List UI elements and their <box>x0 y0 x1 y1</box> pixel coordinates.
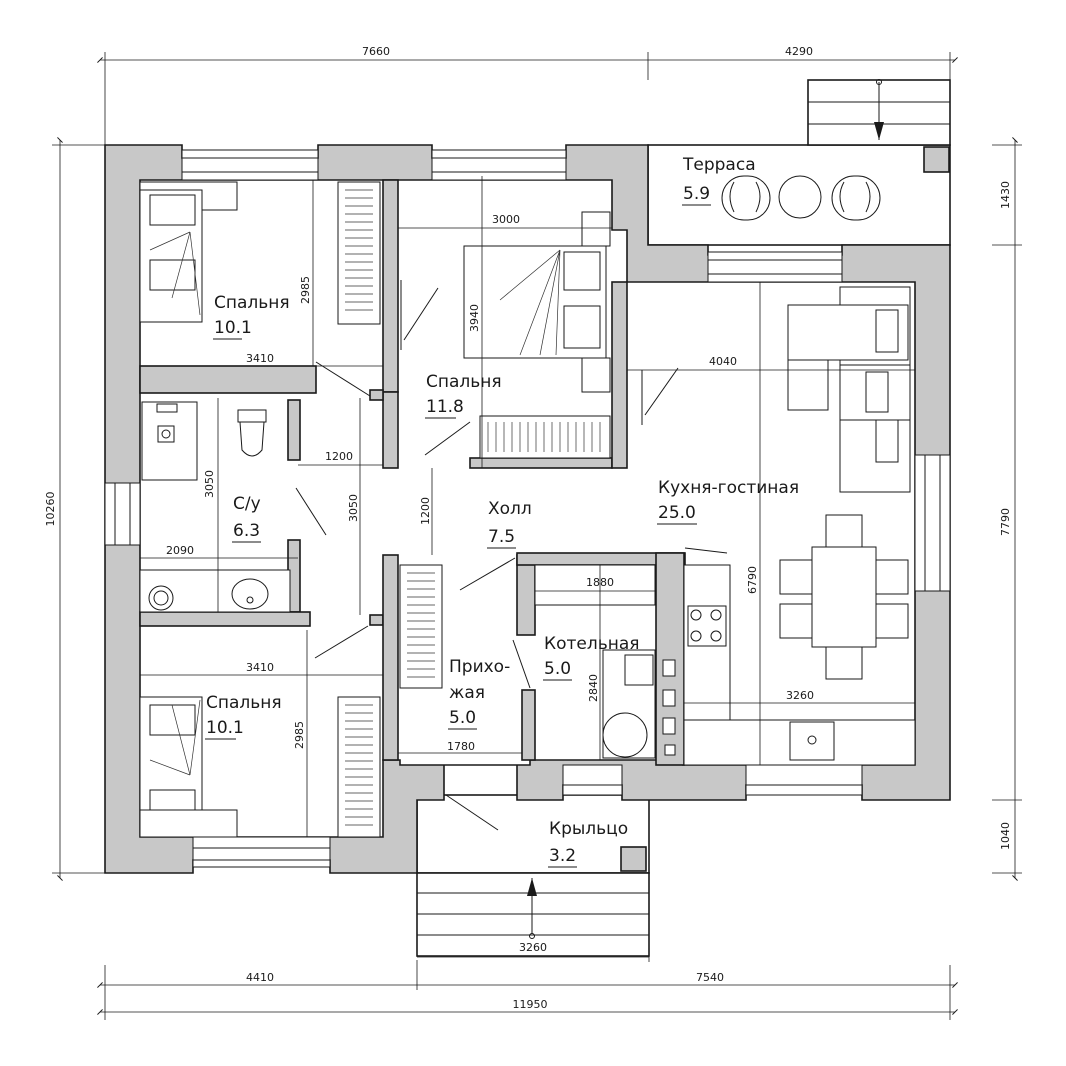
room-area-bathroom: 6.3 <box>233 521 260 541</box>
dim-corridor-depth: 3050 <box>347 494 360 522</box>
wardrobe-top <box>337 181 381 325</box>
room-name-kitchen-living: Кухня-гостиная <box>658 478 799 498</box>
wardrobe-entry <box>399 564 443 689</box>
exterior-walls <box>104 144 951 874</box>
wardrobe-middle <box>479 415 611 459</box>
room-area-entry: 5.0 <box>449 708 476 728</box>
dim-bottom-total: 11950 <box>513 998 548 1011</box>
room-name-bedroom-top: Спальня <box>214 293 290 313</box>
dim-boiler-depth: 2840 <box>587 674 600 702</box>
dim-bath-depth: 3050 <box>203 470 216 498</box>
dim-living-depth: 6790 <box>746 566 759 594</box>
dim-top-right: 4290 <box>785 45 813 58</box>
room-area-terrace: 5.9 <box>683 184 710 204</box>
interior-walls <box>139 179 686 766</box>
dim-bed1-width: 3410 <box>246 352 274 365</box>
bed-top-left <box>139 181 238 323</box>
doors <box>295 280 728 831</box>
terrace-furniture <box>721 175 881 221</box>
bed-bottom-left <box>139 696 238 838</box>
dim-bottom-right: 7540 <box>696 971 724 984</box>
dim-bed3-width: 3410 <box>246 661 274 674</box>
bathroom-fixtures <box>139 401 291 613</box>
kitchen-furniture <box>683 286 916 766</box>
dim-living-width: 4040 <box>709 355 737 368</box>
room-name-bathroom: С/у <box>233 494 261 514</box>
dim-right-terrace: 1430 <box>999 181 1012 209</box>
dim-right-porch: 1040 <box>999 822 1012 850</box>
room-name-entry-line1: Прихо- <box>449 657 510 677</box>
room-name-boiler: Котельная <box>544 634 639 654</box>
porch <box>416 794 650 957</box>
room-area-porch: 3.2 <box>549 846 576 866</box>
dim-bed2-depth: 3940 <box>468 304 481 332</box>
room-area-bedroom-mid: 11.8 <box>426 397 464 417</box>
room-name-entry-line2: жая <box>449 683 485 703</box>
dim-entry-width: 1780 <box>447 740 475 753</box>
room-name-bedroom-mid: Спальня <box>426 372 502 392</box>
dim-boiler-width: 1880 <box>586 576 614 589</box>
room-name-hall: Холл <box>488 499 532 519</box>
wardrobe-bottom <box>337 696 381 838</box>
room-area-hall: 7.5 <box>488 527 515 547</box>
room-area-boiler: 5.0 <box>544 659 571 679</box>
bed-middle <box>463 211 611 393</box>
room-area-bedroom-bottom: 10.1 <box>206 718 244 738</box>
boiler-equipment <box>534 564 676 759</box>
dim-kitchen-width: 3260 <box>786 689 814 702</box>
porch-steps <box>416 872 650 957</box>
dim-bed3-depth: 2985 <box>293 721 306 749</box>
dim-right-main: 7790 <box>999 508 1012 536</box>
dim-top-left: 7660 <box>362 45 390 58</box>
dimension-lines <box>52 52 1022 1020</box>
dimension-labels: 7660 4290 4410 7540 11950 3260 10260 143… <box>44 45 1012 1011</box>
terrace-steps <box>807 79 951 146</box>
dim-hall-gap: 1200 <box>419 497 432 525</box>
dim-porch-width: 3260 <box>519 941 547 954</box>
dim-left-total: 10260 <box>44 492 57 527</box>
room-labels: Спальня 10.1 Спальня 11.8 С/у 6.3 Холл 7… <box>205 155 799 868</box>
room-area-bedroom-top: 10.1 <box>214 318 252 338</box>
room-name-porch: Крыльцо <box>549 819 628 839</box>
dim-bottom-left: 4410 <box>246 971 274 984</box>
room-area-kitchen-living: 25.0 <box>658 503 696 523</box>
dim-bed1-depth: 2985 <box>299 276 312 304</box>
room-name-terrace: Терраса <box>682 155 756 175</box>
terrace <box>647 79 951 246</box>
dim-corridor-width: 1200 <box>325 450 353 463</box>
dim-bed2-width: 3000 <box>492 213 520 226</box>
dim-bath-width: 2090 <box>166 544 194 557</box>
room-name-bedroom-bottom: Спальня <box>206 693 282 713</box>
